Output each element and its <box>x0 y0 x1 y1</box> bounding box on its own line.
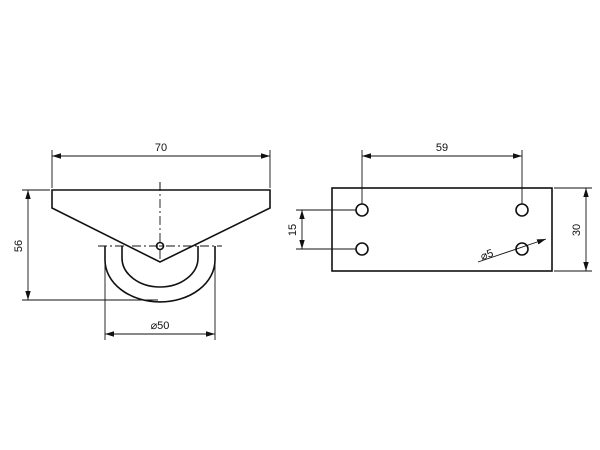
mounting-bracket <box>51 189 271 263</box>
hole-spacing-y-label: 15 <box>287 224 299 236</box>
mounting-plate <box>331 187 553 272</box>
top-view <box>331 187 553 272</box>
width-label: 70 <box>155 142 167 154</box>
hole-diameter-label: ⌀5 <box>479 247 495 262</box>
top-view-dimensions: 59 15 30 ⌀5 <box>287 142 592 272</box>
hole-diameter-leader <box>477 238 547 263</box>
hole-spacing-x-label: 59 <box>436 142 448 154</box>
side-view <box>51 182 271 303</box>
height-label: 56 <box>13 240 25 252</box>
wheel-diameter-label: ⌀50 <box>151 320 170 332</box>
wheel-outline <box>104 246 216 303</box>
wheel-inner-outline <box>121 246 199 288</box>
mounting-hole-top-left <box>355 203 369 217</box>
plate-height-label: 30 <box>571 224 583 236</box>
mounting-hole-top-right <box>515 203 529 217</box>
side-view-dimensions: 70 56 ⌀50 <box>13 142 271 340</box>
mounting-hole-bottom-left <box>355 242 369 256</box>
